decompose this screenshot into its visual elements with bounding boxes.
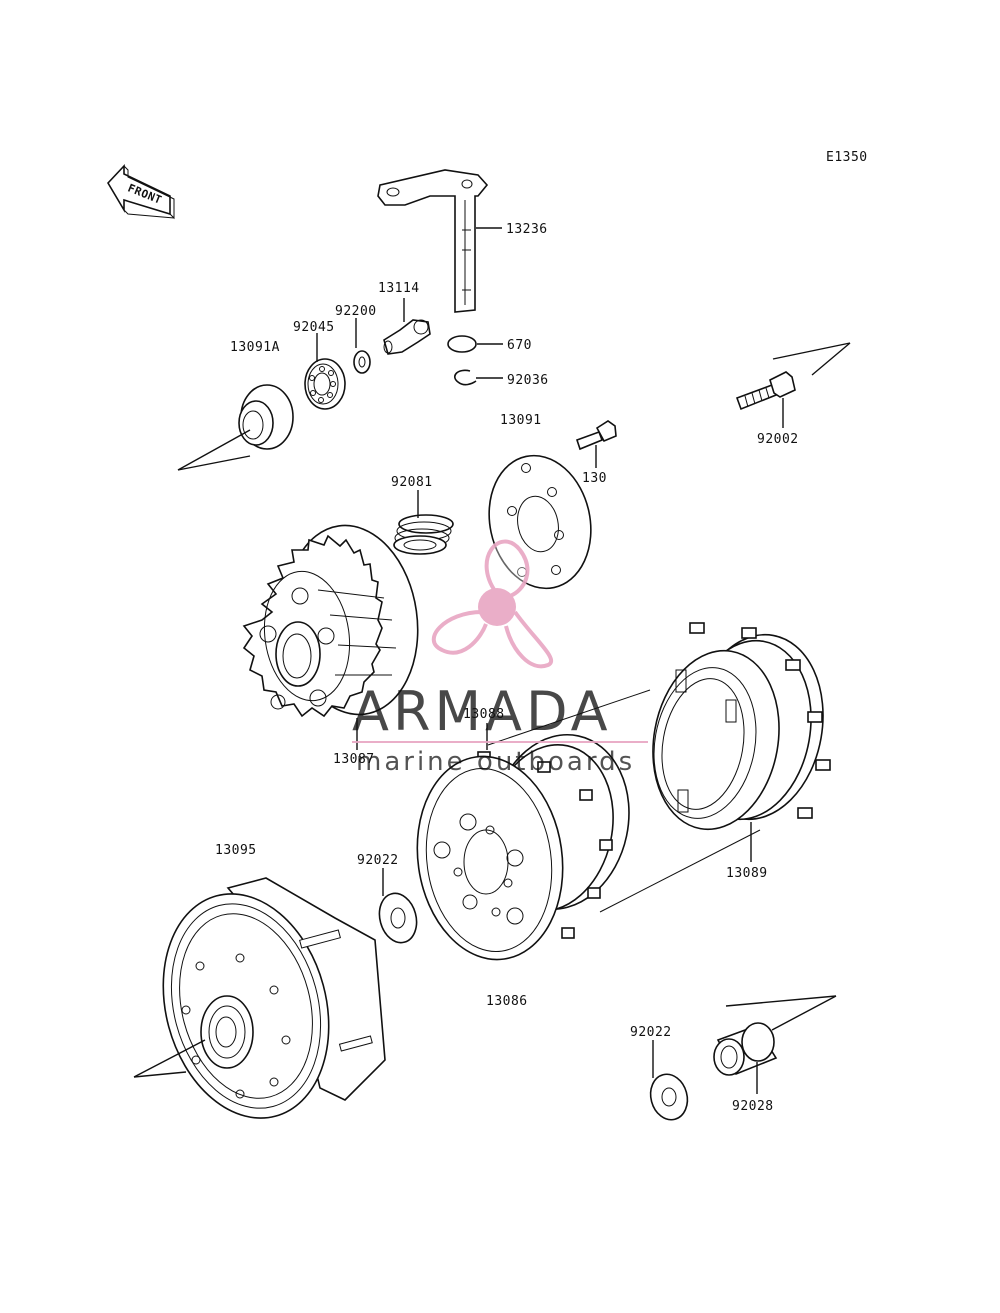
- diagram-code: E1350: [826, 150, 868, 165]
- label-130: 130: [582, 471, 607, 486]
- stack-guide-top: [487, 689, 651, 746]
- stack-guide-bottom: [599, 829, 761, 913]
- label-92028: 92028: [732, 1099, 774, 1114]
- leader-92002-b: [811, 342, 851, 376]
- part-92045-bearing: [304, 358, 346, 410]
- watermark-tagline: marine outboards: [356, 747, 635, 777]
- label-670: 670: [507, 338, 532, 353]
- leader-13091A-b: [177, 455, 251, 471]
- leader-13095-a: [133, 1039, 206, 1078]
- propeller-logo-icon: [431, 539, 553, 669]
- part-92002-bolt: [735, 371, 796, 411]
- part-13089-plates: [652, 622, 831, 831]
- label-92200: 92200: [335, 304, 377, 319]
- leader-92002-a: [772, 342, 851, 360]
- part-13091-plate: [488, 454, 592, 590]
- watermark: ARMADA marine outboards: [352, 539, 648, 777]
- part-13086-plate: [416, 755, 564, 961]
- leader-13095-b: [133, 1071, 187, 1078]
- label-13091A: 13091A: [230, 340, 280, 355]
- part-92022-washer-upper: [378, 892, 418, 944]
- label-92036: 92036: [507, 373, 549, 388]
- part-13236-shaft: [377, 169, 489, 313]
- part-92028-bushing: [713, 1022, 778, 1076]
- label-92045: 92045: [293, 320, 335, 335]
- front-arrow-icon: FRONT: [107, 163, 175, 220]
- part-92081-spring: [393, 514, 454, 555]
- label-13089: 13089: [726, 866, 768, 881]
- label-13114: 13114: [378, 281, 420, 296]
- label-13095: 13095: [215, 843, 257, 858]
- leader-92028-a: [725, 995, 837, 1007]
- part-92200-washer: [353, 350, 371, 374]
- leader-92028-b: [771, 995, 837, 1031]
- part-670-oring: [447, 335, 477, 353]
- part-13091A-collar: [238, 384, 294, 450]
- part-92022-washer-lower: [649, 1073, 689, 1121]
- label-92002: 92002: [757, 432, 799, 447]
- label-92081: 92081: [391, 475, 433, 490]
- part-92036-clip: [454, 369, 477, 386]
- label-13088: 13088: [463, 707, 505, 722]
- label-13087: 13087: [333, 752, 375, 767]
- label-13091: 13091: [500, 413, 542, 428]
- part-13095-housing: [162, 877, 386, 1119]
- label-92022-lower: 92022: [630, 1025, 672, 1040]
- leader-13091A-a: [177, 429, 251, 471]
- part-13087-hub: [242, 524, 419, 718]
- part-13114-pin: [383, 319, 431, 355]
- label-92022-upper: 92022: [357, 853, 399, 868]
- label-13236: 13236: [506, 222, 548, 237]
- watermark-brand: ARMADA: [352, 680, 612, 743]
- part-130-bolt: [575, 420, 617, 451]
- label-13086: 13086: [486, 994, 528, 1009]
